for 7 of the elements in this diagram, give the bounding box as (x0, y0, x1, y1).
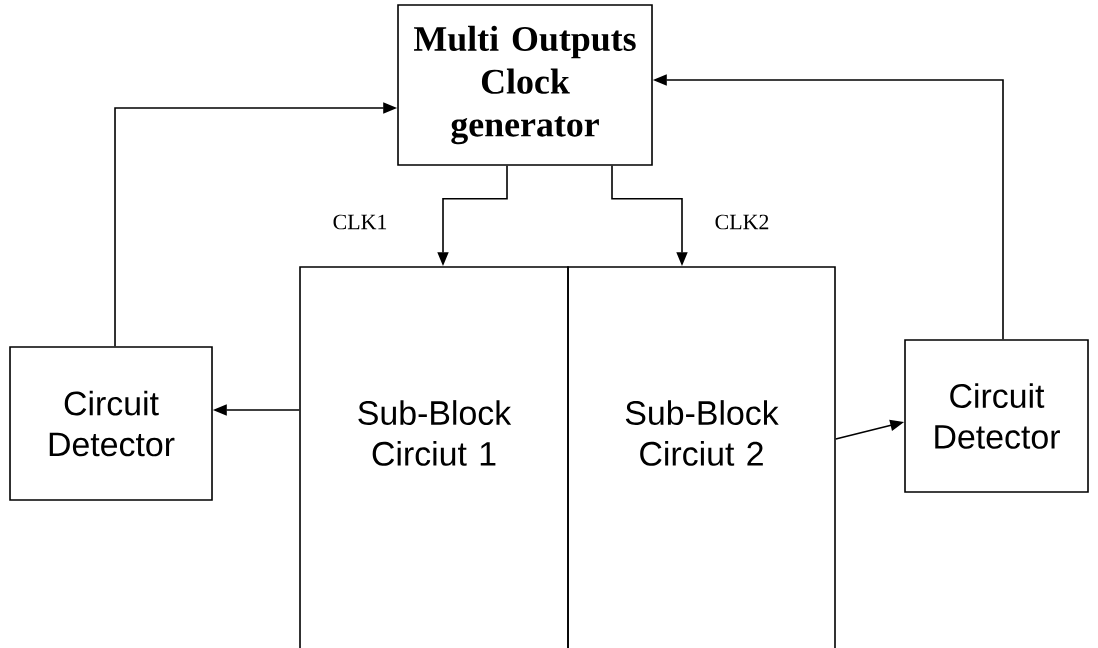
detector-box: Circuit Detector (904, 339, 1089, 493)
circuit-block: Sub-Block Circiut 1 (299, 266, 569, 648)
circuit-block: Sub-Block Circiut 2 (567, 266, 836, 648)
edge-label: CLK2 (713, 213, 771, 231)
detector-box: Circuit Detector (9, 346, 213, 501)
edge-label: CLK1 (331, 213, 389, 231)
generator-box: Multi Outputs Clock generator (397, 4, 653, 166)
